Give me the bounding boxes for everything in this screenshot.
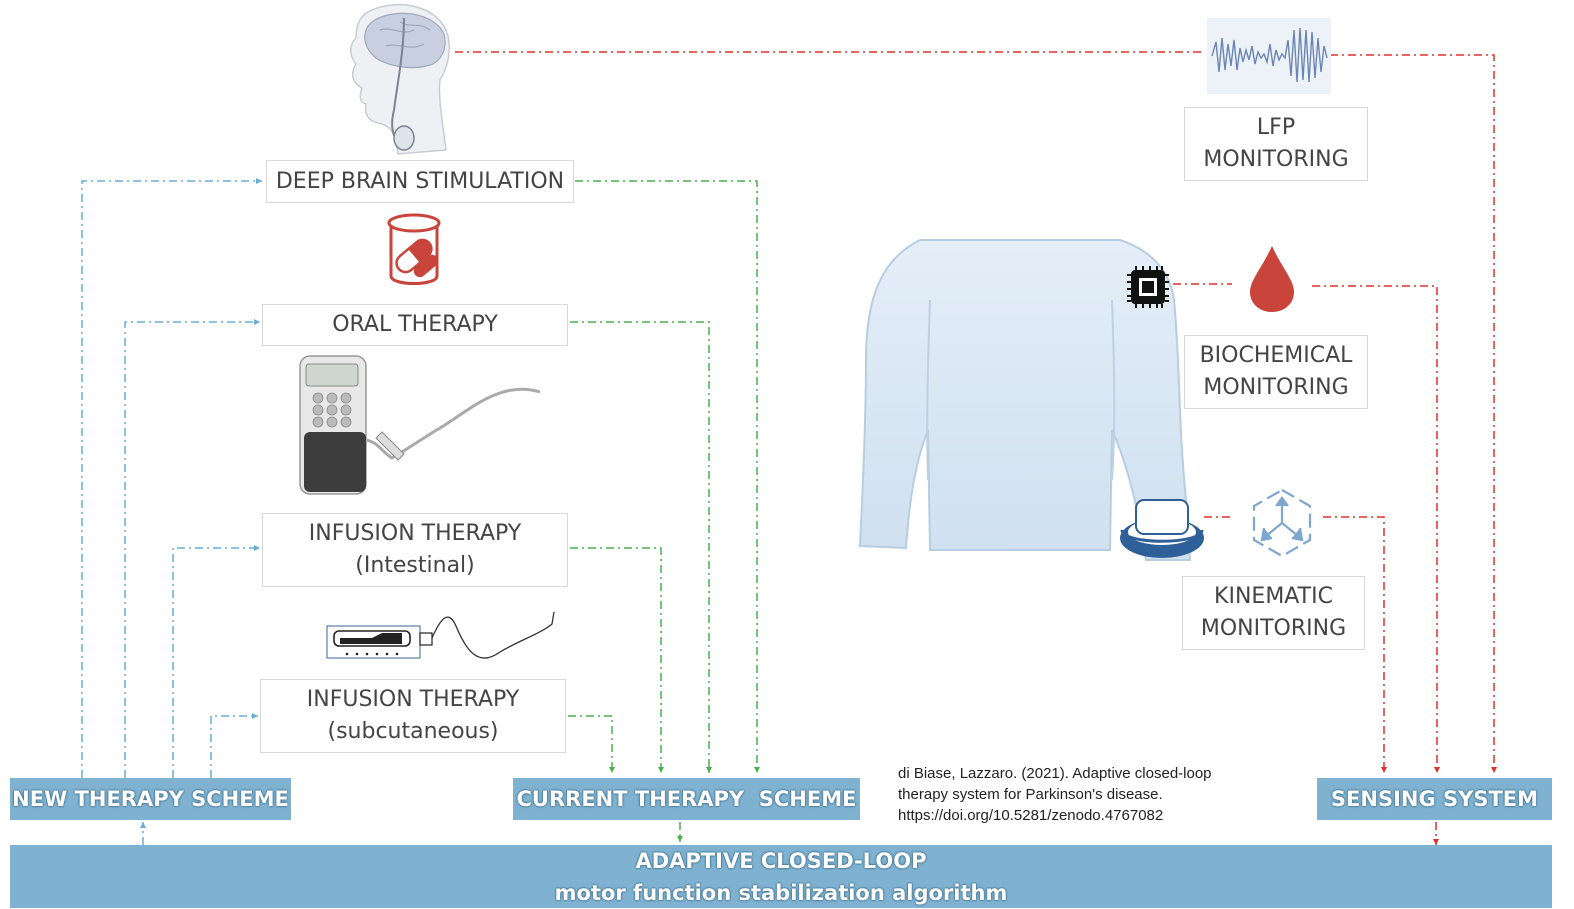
subcutaneous-pump-icon — [326, 611, 555, 659]
citation-doi-link[interactable]: https://doi.org/10.5281/zenodo.4767082 — [898, 807, 1164, 824]
algorithm-subtitle: motor function stabilization algorithm — [554, 880, 1008, 905]
oral-therapy-label: ORAL THERAPY — [332, 312, 498, 337]
deep-brain-stimulation-label: DEEP BRAIN STIMULATION — [275, 168, 565, 194]
citation-line2: therapy system for Parkinson's disease. — [898, 786, 1163, 803]
infusion-subcutaneous-line2: (subcutaneous) — [327, 719, 499, 744]
biochemical-monitoring-line1: BIOCHEMICAL — [1199, 343, 1353, 368]
torso-icon — [858, 239, 1192, 561]
infusion-subcutaneous-line1: INFUSION THERAPY — [306, 687, 520, 712]
citation-line1: di Biase, Lazzaro. (2021). Adaptive clos… — [898, 765, 1212, 782]
infusion-subcutaneous-box: INFUSION THERAPY (subcutaneous) — [260, 679, 566, 753]
kinematic-monitoring-line2: MONITORING — [1200, 616, 1347, 641]
oral-therapy-box: ORAL THERAPY — [262, 304, 568, 346]
infusion-intestinal-line1: INFUSION THERAPY — [308, 521, 522, 546]
current-therapy-scheme-label: CURRENT THERAPY SCHEME — [516, 787, 857, 811]
kinematic-axes-icon — [1252, 488, 1312, 558]
lfp-monitoring-line1: LFP — [1256, 115, 1296, 140]
infusion-pump-icon — [299, 355, 541, 495]
biochemical-monitoring-box: BIOCHEMICAL MONITORING — [1184, 335, 1368, 409]
lfp-monitoring-line2: MONITORING — [1203, 147, 1349, 172]
brain-icon — [350, 3, 451, 155]
chip-icon — [1127, 266, 1169, 308]
infusion-intestinal-box: INFUSION THERAPY (Intestinal) — [262, 513, 568, 587]
current-therapy-scheme-bar: CURRENT THERAPY SCHEME — [513, 778, 860, 820]
wearable-sensor-icon — [1120, 499, 1204, 558]
kinematic-monitoring-box: KINEMATIC MONITORING — [1182, 576, 1365, 650]
current-scheme-arrows — [568, 180, 760, 842]
citation: di Biase, Lazzaro. (2021). Adaptive clos… — [898, 763, 1278, 826]
pill-jar-icon — [387, 213, 441, 285]
algorithm-bar: ADAPTIVE CLOSED-LOOP motor function stab… — [10, 845, 1552, 908]
new-scheme-arrows — [81, 178, 262, 845]
new-therapy-scheme-bar: NEW THERAPY SCHEME — [10, 778, 291, 820]
lfp-wave-icon — [1207, 18, 1331, 94]
blood-drop-icon — [1250, 246, 1294, 312]
infusion-intestinal-line2: (Intestinal) — [355, 553, 475, 578]
algorithm-title: ADAPTIVE CLOSED-LOOP — [635, 848, 927, 873]
biochemical-monitoring-line2: MONITORING — [1203, 375, 1349, 400]
sensing-arrows — [455, 51, 1497, 845]
lfp-monitoring-box: LFP MONITORING — [1184, 107, 1368, 181]
deep-brain-stimulation-box: DEEP BRAIN STIMULATION — [266, 160, 574, 203]
sensing-system-label: SENSING SYSTEM — [1330, 787, 1539, 811]
new-therapy-scheme-label: NEW THERAPY SCHEME — [12, 787, 289, 811]
kinematic-monitoring-line1: KINEMATIC — [1214, 584, 1333, 609]
sensing-system-bar: SENSING SYSTEM — [1317, 778, 1552, 820]
